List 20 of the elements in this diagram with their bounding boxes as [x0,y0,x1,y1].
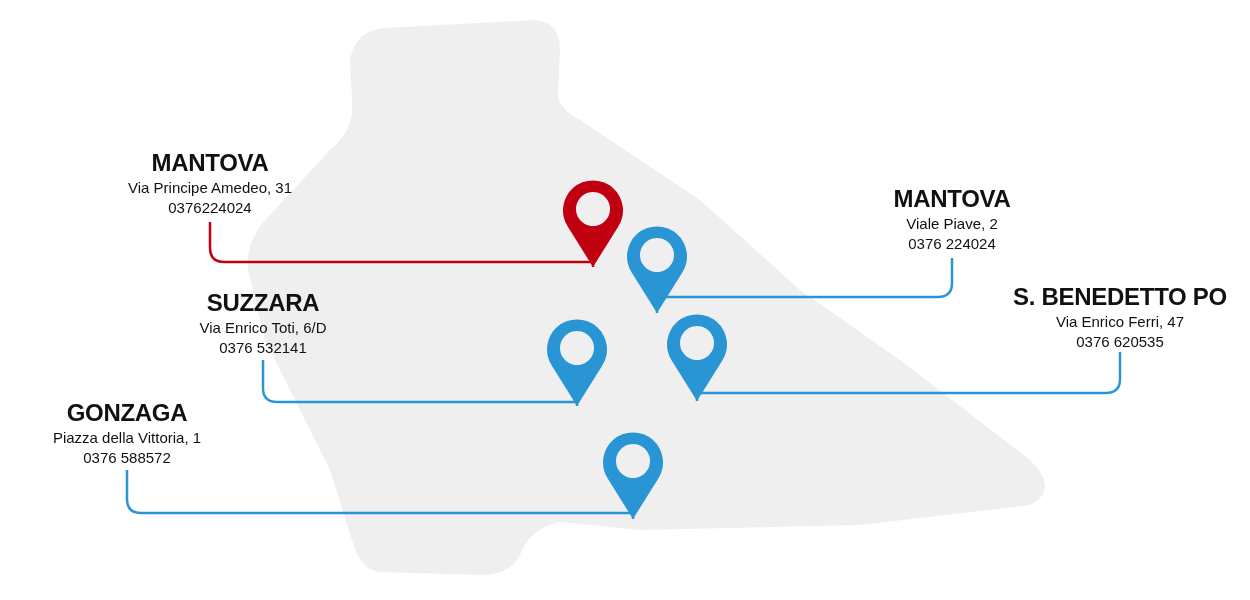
leader-line [655,258,954,313]
street-address: Piazza della Vittoria, 1 [52,428,202,448]
street-address: Via Principe Amedeo, 31 [128,178,292,198]
phone-number: 0376 532141 [218,338,308,358]
leader-line [695,352,1122,401]
street-address: Via Enrico Ferri, 47 [1054,312,1186,332]
phone-number: 0376 620535 [1075,332,1165,352]
phone-number: 0376 224024 [907,234,997,254]
leader-line [261,360,579,406]
street-address: Viale Piave, 2 [905,214,999,234]
leader-line [125,470,635,519]
city-name: SUZZARA [205,288,321,318]
phone-number: 0376224024 [167,198,253,218]
city-name: GONZAGA [65,398,189,428]
street-address: Via Enrico Toti, 6/D [199,318,327,338]
city-name: MANTOVA [893,184,1011,214]
city-name: MANTOVA [150,148,270,178]
city-name: S. BENEDETTO PO [1013,282,1227,312]
phone-number: 0376 588572 [82,448,172,468]
leader-line [208,222,595,267]
